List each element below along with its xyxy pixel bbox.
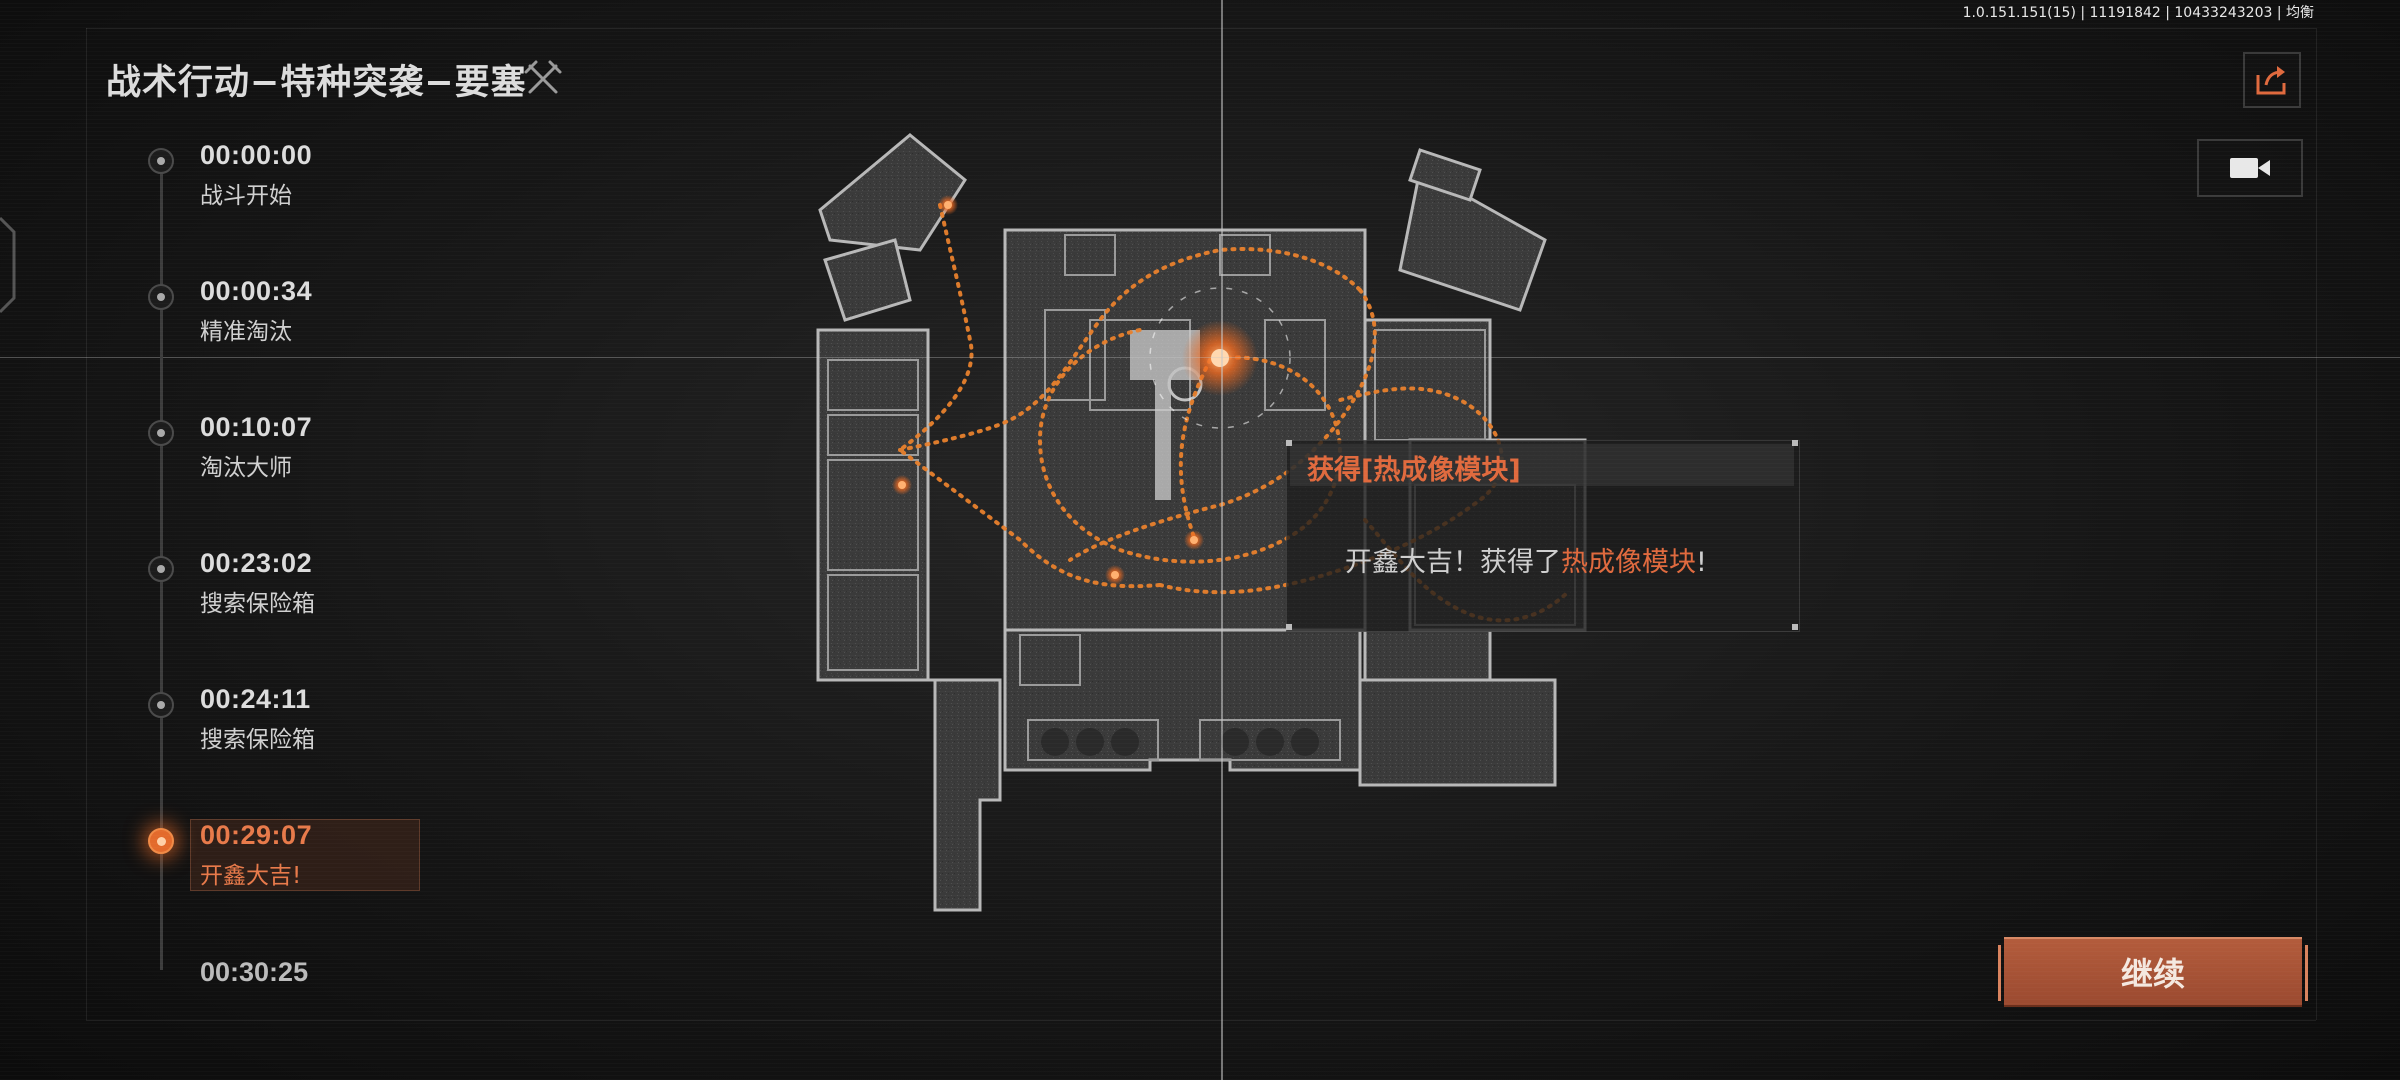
timeline-item[interactable]: 00:24:11 搜索保险箱	[142, 684, 442, 756]
timeline-node	[148, 556, 174, 582]
timeline-node	[148, 148, 174, 174]
timeline-item[interactable]: 00:00:34 精准淘汰	[142, 276, 442, 348]
share-icon	[2256, 66, 2286, 95]
hud-frame-bottom	[86, 1020, 2316, 1021]
timeline-node	[148, 692, 174, 718]
timeline-node-active	[148, 828, 174, 854]
timeline-event: 搜索保险箱	[200, 727, 315, 753]
hud-frame-right	[2316, 28, 2317, 1020]
crosshair-vertical	[1221, 0, 1223, 1080]
timeline-event: 战斗开始	[200, 183, 292, 209]
popup-corner-br	[1792, 624, 1798, 630]
popup-message-suffix: !	[1696, 547, 1707, 578]
timeline-time: 00:24:11	[200, 684, 311, 714]
hud-frame-top	[86, 28, 2316, 29]
version-info: 1.0.151.151(15) | 11191842 | 10433243203…	[1962, 5, 2314, 21]
popup-message-item: 热成像模块	[1561, 547, 1696, 578]
timeline-item[interactable]: 00:23:02 搜索保险箱	[142, 548, 442, 620]
continue-button[interactable]: 继续	[1998, 937, 2308, 1007]
loot-popup-header	[1290, 444, 1794, 486]
hud-frame-left	[86, 28, 87, 1020]
popup-message: 开鑫大吉！获得了热成像模块!	[1345, 540, 1707, 579]
timeline-time-partial: 00:30:25	[200, 957, 309, 987]
timeline-time: 00:10:07	[200, 412, 313, 442]
crossed-swords-icon	[524, 60, 562, 94]
edge-hex-decoration	[0, 216, 16, 314]
timeline-item[interactable]: 00:10:07 淘汰大师	[142, 412, 442, 484]
video-camera-icon	[2230, 158, 2270, 178]
timeline-node	[148, 420, 174, 446]
timeline-time: 00:23:02	[200, 548, 313, 578]
timeline-node	[148, 284, 174, 310]
timeline-item-active[interactable]: 00:29:07 开鑫大吉!	[142, 820, 442, 892]
timeline-event: 淘汰大师	[200, 455, 292, 481]
timeline-item[interactable]: 00:00:00 战斗开始	[142, 140, 442, 212]
timeline-event: 开鑫大吉!	[200, 863, 302, 889]
popup-corner-tl	[1286, 440, 1292, 446]
timeline-active-highlight	[190, 819, 420, 891]
video-button[interactable]	[2197, 139, 2303, 197]
popup-title: 获得[热成像模块]	[1307, 455, 1521, 486]
timeline-event: 搜索保险箱	[200, 591, 315, 617]
timeline-time: 00:00:00	[200, 140, 313, 170]
timeline-time: 00:00:34	[200, 276, 313, 306]
timeline-time: 00:29:07	[200, 820, 313, 850]
popup-message-prefix: 开鑫大吉！获得了	[1345, 547, 1561, 578]
timeline-event: 精准淘汰	[200, 319, 292, 345]
crosshair-horizontal	[0, 357, 2400, 358]
popup-corner-bl	[1286, 624, 1292, 630]
page-title: 战术行动−特种突袭−要塞	[106, 63, 527, 103]
popup-corner-tr	[1792, 440, 1798, 446]
share-button[interactable]	[2243, 52, 2301, 108]
